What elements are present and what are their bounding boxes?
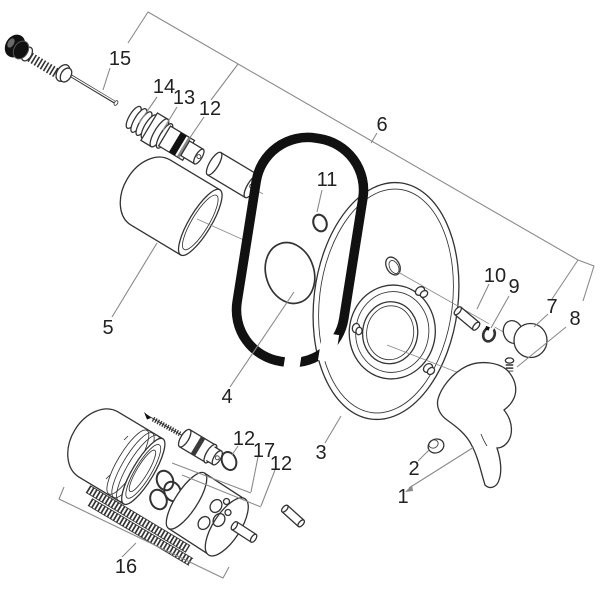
part-label-14: 14 <box>153 76 175 98</box>
pin-small-drawing <box>280 504 306 528</box>
part-label-10: 10 <box>484 265 506 287</box>
oring-mid-drawing <box>220 450 238 472</box>
plate-screw-hole-inner <box>388 260 400 274</box>
axis-line <box>196 218 247 242</box>
part-label-9: 9 <box>508 276 519 298</box>
part-label-4: 4 <box>221 386 232 408</box>
part-label-2: 2 <box>408 458 419 480</box>
part-label-12-top: 12 <box>199 98 221 120</box>
escutcheon-plate-drawing <box>312 181 460 421</box>
part-label-13: 13 <box>173 87 195 109</box>
cartridge-spindle-drawing <box>125 105 205 165</box>
bracket-lines <box>58 11 595 579</box>
set-screw-drawing <box>504 357 515 372</box>
sleeve-drawing <box>119 156 223 257</box>
part-label-15: 15 <box>109 48 131 70</box>
small-oring-drawing <box>312 213 328 233</box>
pin-drawing <box>453 306 481 331</box>
leader-lines <box>102 67 567 558</box>
valve-body-drawing <box>165 471 249 557</box>
long-screw-drawing <box>4 34 119 106</box>
large-oring-drawing <box>264 241 316 305</box>
part-label-11: 11 <box>317 169 338 191</box>
part-label-5: 5 <box>102 317 113 339</box>
part-label-7: 7 <box>546 296 557 318</box>
cap-nub <box>105 474 111 480</box>
part-label-12-low: 12 <box>270 453 292 475</box>
handle-drawing <box>436 361 517 489</box>
clip-ring-drawing <box>481 323 497 343</box>
part-label-1: 1 <box>397 486 408 508</box>
part-label-6: 6 <box>376 114 387 136</box>
part-label-12-mid: 12 <box>233 428 255 450</box>
axis-line <box>386 344 460 374</box>
plug-drawing <box>427 438 445 454</box>
threaded-rod-drawing <box>85 485 191 553</box>
adapter-cylinder-drawing <box>177 428 223 466</box>
seal-ring-drawing <box>231 132 369 374</box>
threaded-rod-drawing <box>87 498 194 566</box>
plate-mount-posts <box>351 286 436 376</box>
part-label-16: 16 <box>115 556 137 578</box>
part-label-8: 8 <box>569 308 580 330</box>
part-label-3: 3 <box>315 442 326 464</box>
threaded-cap-drawing <box>67 408 166 506</box>
part-label-17: 17 <box>253 440 275 462</box>
knob-drawing <box>502 320 548 359</box>
pin-small-drawing <box>230 521 258 543</box>
cap-nub <box>123 435 129 441</box>
